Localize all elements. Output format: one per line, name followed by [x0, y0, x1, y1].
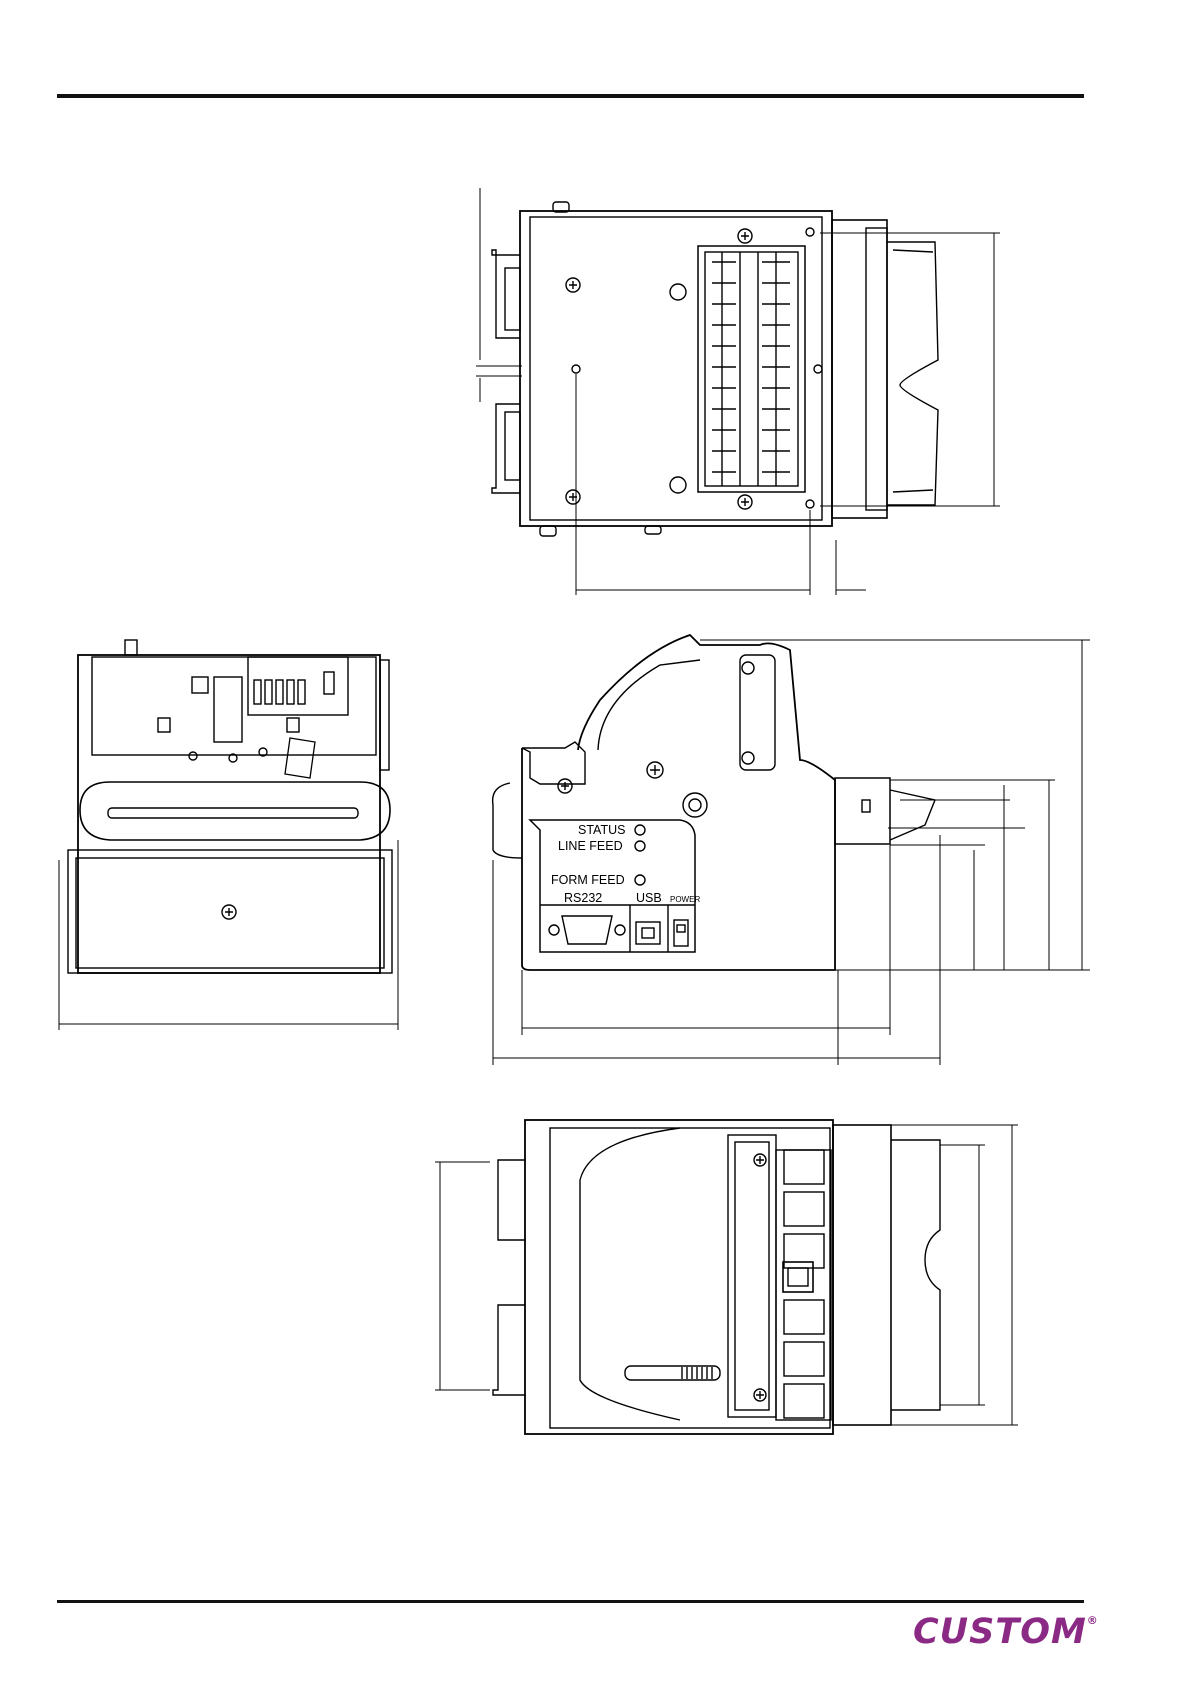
bottom-rule — [57, 1600, 1084, 1603]
grid-cell — [784, 1342, 824, 1376]
grid-cell — [784, 1150, 824, 1184]
screw-icon — [754, 1389, 766, 1401]
screw-icon — [222, 905, 236, 919]
screw-icon — [738, 229, 752, 243]
registered-mark: ® — [1087, 1614, 1099, 1627]
usb-connector-icon — [636, 922, 660, 944]
line-feed-led-icon — [635, 841, 645, 851]
screw-icon — [566, 490, 580, 504]
line-feed-label: LINE FEED — [558, 839, 623, 853]
status-led-icon — [635, 825, 645, 835]
grid-cell — [784, 1192, 824, 1226]
brand-name: CUSTOM — [913, 1612, 1087, 1652]
vent-slot — [254, 680, 261, 704]
form-feed-led-icon — [635, 875, 645, 885]
grid-cell — [784, 1234, 824, 1268]
grid-cell — [784, 1384, 824, 1418]
top-view — [476, 188, 1000, 595]
vent-slot — [265, 680, 272, 704]
rs232-connector-icon — [549, 916, 625, 944]
screw-icon — [754, 1154, 766, 1166]
screw-icon — [738, 495, 752, 509]
screw-icon — [558, 779, 572, 793]
vent-slot — [276, 680, 283, 704]
vent-slot — [287, 680, 294, 704]
bottom-view — [435, 1120, 1018, 1434]
usb-label: USB — [636, 891, 662, 905]
screw-icon — [566, 278, 580, 292]
power-label: POWER — [670, 895, 700, 904]
grid-cell — [784, 1300, 824, 1334]
status-label: STATUS — [578, 823, 625, 837]
front-view — [59, 640, 398, 1030]
screw-icon — [647, 762, 663, 778]
rs232-label: RS232 — [564, 891, 602, 905]
power-connector-icon — [674, 920, 688, 946]
brand-logo: CUSTOM® — [913, 1612, 1099, 1652]
form-feed-label: FORM FEED — [551, 873, 625, 887]
vent-slot — [298, 680, 305, 704]
